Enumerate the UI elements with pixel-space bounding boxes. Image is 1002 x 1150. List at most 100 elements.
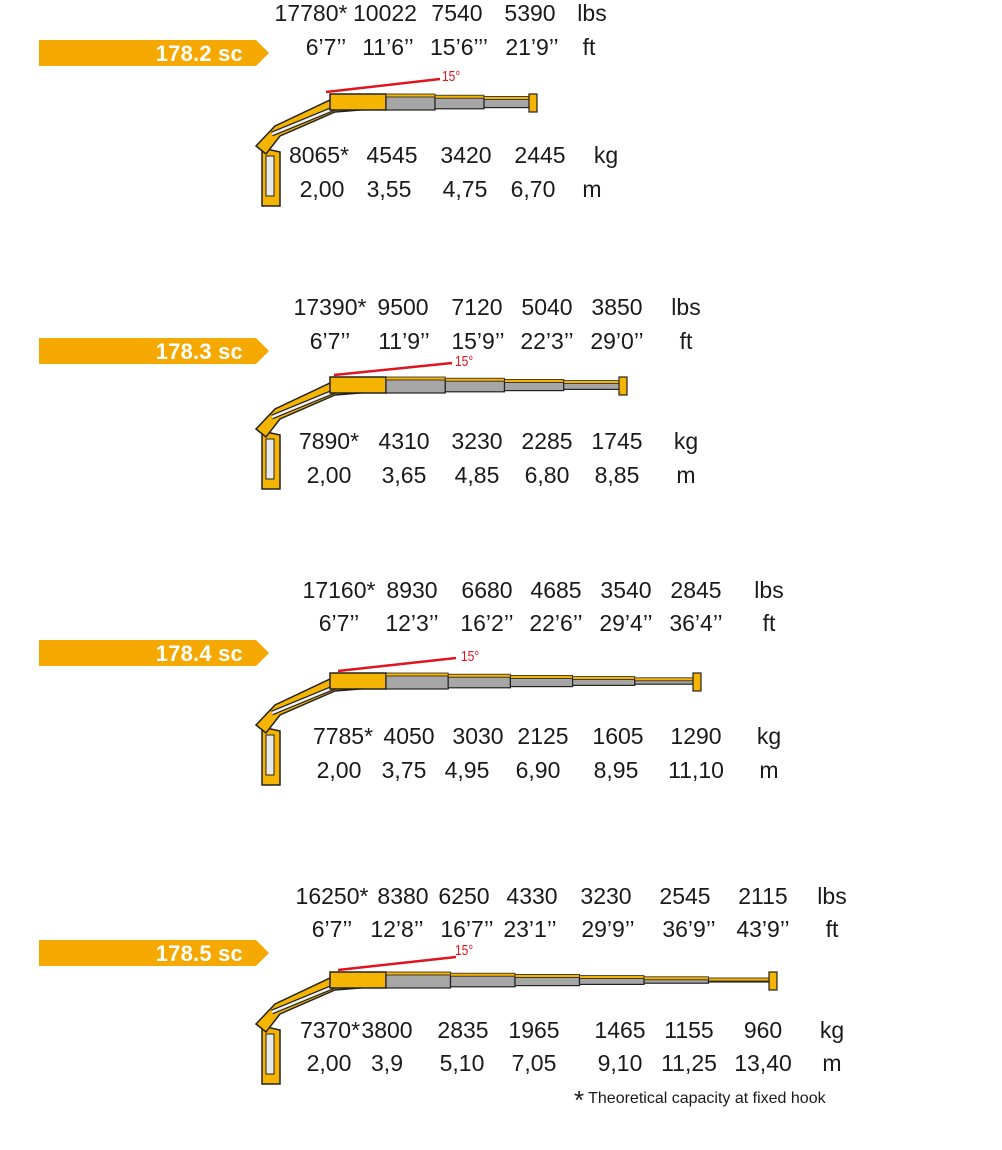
value-lbs: 3850 (591, 294, 643, 320)
model-badge: 178.3 sc (39, 338, 269, 364)
footnote-text: Theoretical capacity at fixed hook (588, 1090, 826, 1107)
value-lbs: 2115 (738, 883, 788, 909)
unit-ft: ft (825, 916, 839, 942)
value-kg: 3420 (440, 142, 492, 168)
value-m: 7,05 (511, 1050, 557, 1076)
unit-lbs: lbs (577, 0, 607, 26)
boom-extension-1 (385, 378, 446, 394)
badge-shape (39, 338, 269, 364)
model-label: 178.4 sc (155, 641, 243, 666)
boom-extension-2 (449, 974, 516, 988)
value-m: 8,85 (594, 462, 640, 488)
unit-lbs: lbs (754, 577, 784, 603)
angle-line (337, 955, 457, 972)
value-ft: 21’9’’ (505, 34, 559, 60)
value-lbs: 17780* (274, 0, 348, 26)
value-kg: 2835 (437, 1017, 489, 1043)
unit-lbs: lbs (671, 294, 701, 320)
value-m: 6,70 (510, 176, 556, 202)
value-kg: 1605 (592, 723, 644, 749)
value-lbs: 16250* (295, 883, 369, 909)
value-ft: 11’9’’ (378, 328, 430, 354)
value-kg: 2125 (517, 723, 569, 749)
value-kg: 3030 (452, 723, 504, 749)
footnote: *Theoretical capacity at fixed hook (574, 1085, 826, 1116)
boom-tip (618, 376, 628, 396)
boom-extension-1 (385, 95, 436, 111)
value-lbs: 8380 (377, 883, 429, 909)
value-kg: 4545 (366, 142, 418, 168)
value-kg: 3230 (451, 428, 503, 454)
value-m: 8,95 (593, 757, 639, 783)
model-label: 178.3 sc (155, 339, 243, 364)
boom-tip (768, 971, 778, 991)
value-m: 3,65 (381, 462, 427, 488)
value-ft: 12’8’’ (370, 916, 424, 942)
value-ft: 12’3’’ (385, 610, 439, 636)
boom-extension-2 (434, 96, 485, 110)
value-kg: 1745 (591, 428, 643, 454)
boom-tip (528, 93, 538, 113)
model-label: 178.2 sc (155, 41, 243, 66)
unit-m: m (822, 1050, 842, 1076)
badge-shape (39, 940, 269, 966)
value-lbs: 8930 (386, 577, 438, 603)
value-m: 4,95 (444, 757, 490, 783)
model-badge: 178.4 sc (39, 640, 269, 666)
value-ft: 11’6’’ (362, 34, 414, 60)
angle-line (337, 656, 457, 673)
angle-label: 15° (455, 353, 474, 370)
value-ft: 15’9’’ (451, 328, 505, 354)
row-ft: 6’7’’11’9’’15’9’’22’3’’29’0’’ft (0, 326, 1002, 356)
value-lbs: 2545 (659, 883, 711, 909)
value-m: 2,00 (316, 757, 362, 783)
column-cylinder (265, 734, 275, 776)
unit-m: m (676, 462, 696, 488)
boom-extension-2 (447, 675, 512, 689)
outer-boom-base (329, 376, 387, 394)
crane-illustration (254, 955, 778, 1085)
unit-ft: ft (762, 610, 776, 636)
value-kg: 1965 (508, 1017, 560, 1043)
value-kg: 7890* (298, 428, 360, 454)
column-cylinder (265, 1033, 275, 1075)
value-m: 11,10 (668, 757, 724, 783)
value-ft: 6’7’’ (318, 610, 360, 636)
value-kg: 2445 (514, 142, 566, 168)
value-ft: 36’4’’ (669, 610, 723, 636)
unit-kg: kg (593, 142, 619, 168)
model-label: 178.5 sc (155, 941, 243, 966)
value-ft: 16’7’’ (440, 916, 494, 942)
value-lbs: 3230 (580, 883, 632, 909)
crane-illustration (254, 361, 628, 490)
value-ft: 22’3’’ (520, 328, 574, 354)
value-m: 4,85 (454, 462, 500, 488)
value-kg: 1155 (664, 1017, 714, 1043)
value-kg: 960 (743, 1017, 783, 1043)
value-m: 3,9 (371, 1050, 403, 1076)
value-lbs: 17390* (293, 294, 367, 320)
value-kg: 3800 (361, 1017, 413, 1043)
angle-line (325, 77, 441, 94)
crane-illustration (254, 77, 538, 207)
value-m: 5,10 (439, 1050, 485, 1076)
value-m: 4,75 (442, 176, 488, 202)
model-badge: 178.2 sc (39, 40, 269, 66)
unit-m: m (759, 757, 779, 783)
value-lbs: 9500 (377, 294, 429, 320)
column-cylinder (265, 438, 275, 480)
value-ft: 43’9’’ (736, 916, 790, 942)
row-ft: 6’7’’12’3’’16’2’’22’6’’29’4’’36’4’’ft (0, 608, 1002, 638)
value-m: 2,00 (299, 176, 345, 202)
boom-extension-1 (385, 973, 452, 989)
value-kg: 7785* (312, 723, 374, 749)
unit-ft: ft (582, 34, 596, 60)
value-lbs: 17160* (302, 577, 376, 603)
boom-extension-2 (444, 379, 506, 393)
